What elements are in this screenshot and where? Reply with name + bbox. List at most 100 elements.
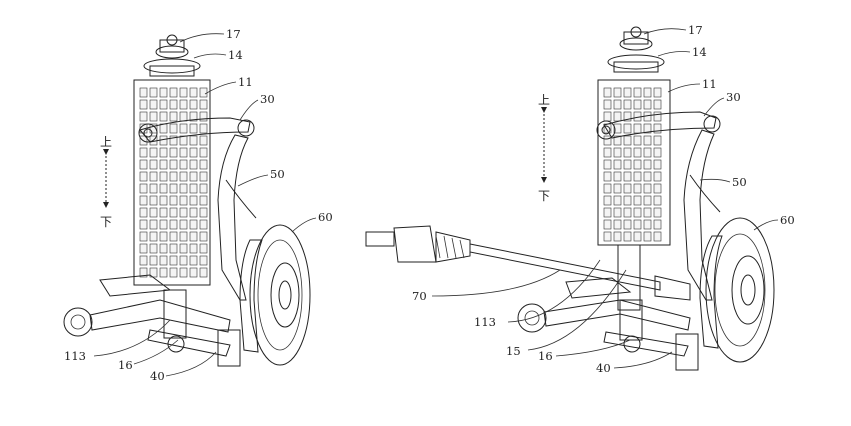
damper-cell <box>169 159 178 170</box>
damper-cell <box>643 159 652 170</box>
right-leader-lines <box>431 28 779 369</box>
damper-cell <box>189 111 198 122</box>
damper-cell <box>653 183 662 194</box>
damper-cell <box>613 183 622 194</box>
damper-cell <box>633 183 642 194</box>
damper-cell <box>199 255 208 266</box>
damper-cell <box>613 231 622 242</box>
damper-cell <box>199 171 208 182</box>
damper-cell <box>643 195 652 206</box>
left-lower-arm <box>63 274 231 357</box>
left-upper-arm <box>138 117 255 143</box>
left-label-113: 113 <box>64 349 86 363</box>
damper-cell <box>169 147 178 158</box>
damper-cell <box>139 87 148 98</box>
damper-cell <box>603 135 612 146</box>
right-label-50: 50 <box>732 175 747 189</box>
damper-cell <box>613 123 622 134</box>
damper-cell <box>159 231 168 242</box>
damper-cell <box>199 195 208 206</box>
damper-cell <box>613 111 622 122</box>
damper-cell <box>623 231 632 242</box>
damper-cell <box>169 99 178 110</box>
damper-cell <box>653 195 662 206</box>
damper-cell <box>189 267 198 278</box>
damper-cell <box>169 243 178 254</box>
damper-cell <box>149 99 158 110</box>
right-label-17: 17 <box>688 23 703 37</box>
right-brake-assembly <box>675 217 775 371</box>
damper-cell <box>643 99 652 110</box>
damper-cell <box>159 219 168 230</box>
damper-cell <box>149 243 158 254</box>
damper-cell <box>169 135 178 146</box>
damper-cell <box>149 231 158 242</box>
right-label-70: 70 <box>412 289 427 303</box>
damper-cell <box>179 207 188 218</box>
left-knuckle <box>217 134 257 301</box>
damper-cell <box>603 183 612 194</box>
damper-cell <box>189 207 198 218</box>
damper-cell <box>613 171 622 182</box>
left-label-30: 30 <box>260 92 275 106</box>
left-label-60: 60 <box>318 210 333 224</box>
right-label-11: 11 <box>702 77 717 91</box>
damper-cell <box>199 123 208 134</box>
damper-cell <box>653 207 662 218</box>
damper-cell <box>189 99 198 110</box>
right-label-113: 113 <box>474 315 496 329</box>
left-direction-indicator: 上 下 <box>100 135 112 229</box>
damper-cell <box>149 171 158 182</box>
damper-cell <box>653 135 662 146</box>
damper-cell <box>139 171 148 182</box>
damper-cell <box>643 87 652 98</box>
damper-cell <box>643 147 652 158</box>
damper-cell <box>149 267 158 278</box>
damper-cell <box>623 171 632 182</box>
damper-cell <box>623 135 632 146</box>
damper-cell <box>603 195 612 206</box>
damper-cell <box>633 195 642 206</box>
damper-cell <box>159 111 168 122</box>
damper-cell <box>149 147 158 158</box>
damper-cell <box>189 243 198 254</box>
damper-cell <box>199 147 208 158</box>
right-top-mount <box>607 26 665 73</box>
damper-cell <box>603 219 612 230</box>
damper-cell <box>603 231 612 242</box>
damper-cell <box>633 135 642 146</box>
damper-cell <box>169 255 178 266</box>
damper-cell <box>613 99 622 110</box>
right-label-40: 40 <box>596 361 611 375</box>
damper-cell <box>179 243 188 254</box>
damper-cell <box>179 87 188 98</box>
damper-cell <box>139 255 148 266</box>
right-direction-indicator: 上 下 <box>538 93 550 203</box>
damper-cell <box>623 123 632 134</box>
damper-cell <box>653 111 662 122</box>
damper-cell <box>179 183 188 194</box>
damper-cell <box>179 159 188 170</box>
damper-cell <box>139 219 148 230</box>
damper-cell <box>179 147 188 158</box>
damper-cell <box>199 219 208 230</box>
damper-cell <box>623 195 632 206</box>
damper-cell <box>159 255 168 266</box>
damper-cell <box>653 159 662 170</box>
damper-cell <box>169 183 178 194</box>
right-label-60: 60 <box>780 213 795 227</box>
damper-cell <box>189 159 198 170</box>
damper-cell <box>633 147 642 158</box>
damper-cell <box>169 87 178 98</box>
left-label-40: 40 <box>150 369 165 383</box>
damper-cell <box>603 147 612 158</box>
damper-cell <box>159 87 168 98</box>
right-label-30: 30 <box>726 90 741 104</box>
damper-cell <box>139 111 148 122</box>
damper-cell <box>179 231 188 242</box>
right-label-16: 16 <box>538 349 553 363</box>
damper-cell <box>169 195 178 206</box>
damper-cell <box>149 183 158 194</box>
damper-cell <box>189 195 198 206</box>
damper-cell <box>623 219 632 230</box>
